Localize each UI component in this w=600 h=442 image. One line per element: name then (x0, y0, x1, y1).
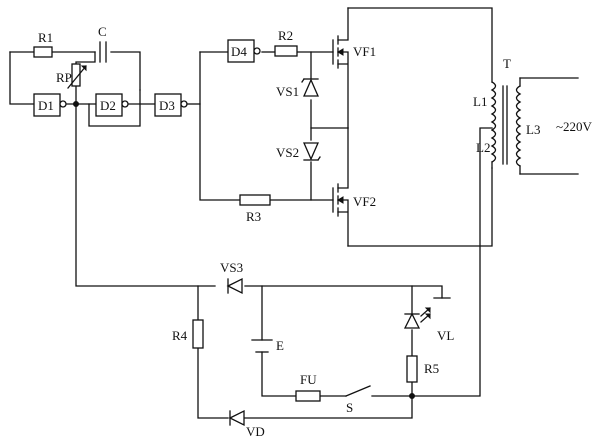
D1-gate (33, 93, 67, 117)
R5-resistor (406, 355, 418, 383)
VL-led (403, 307, 431, 329)
VF1-mosfet (332, 7, 349, 129)
R5-label: R5 (424, 361, 439, 376)
R2-resistor (274, 45, 298, 57)
VL-label: VL (437, 328, 454, 343)
FU-label: FU (300, 372, 317, 387)
L1-L2-primary-coil (490, 81, 497, 169)
D3-label: D3 (159, 98, 175, 113)
driver-wiring (186, 51, 349, 201)
R3-resistor (239, 194, 271, 206)
ac-output-label: ~220V (556, 119, 593, 134)
VF2-label: VF2 (353, 194, 376, 209)
L2-label: L2 (476, 140, 490, 155)
R2-label: R2 (278, 28, 293, 43)
oscillator-wiring (9, 51, 156, 127)
S-label: S (346, 400, 353, 415)
R1-resistor (33, 46, 53, 58)
VF1-label: VF1 (353, 44, 376, 59)
transformer-wiring (347, 7, 579, 397)
E-battery (251, 339, 273, 353)
VS1-label: VS1 (276, 84, 299, 99)
C-capacitor (99, 41, 107, 63)
RP-label: RP (56, 70, 72, 85)
L3-secondary-coil (515, 77, 522, 175)
VS3-label: VS3 (220, 260, 243, 275)
RP-potentiometer (67, 63, 87, 89)
R4-label: R4 (172, 328, 188, 343)
D4-label: D4 (231, 44, 247, 59)
power-wiring (75, 103, 451, 419)
R3-label: R3 (246, 209, 261, 224)
switch-junction-node (409, 393, 415, 399)
R1-label: R1 (38, 30, 53, 45)
VS1-zener (301, 78, 319, 97)
E-label: E (276, 338, 284, 353)
L1-label: L1 (473, 94, 487, 109)
L3-label: L3 (526, 122, 540, 137)
VD-diode (228, 409, 245, 427)
D3-gate (154, 93, 188, 117)
VF2-mosfet (332, 127, 349, 247)
transformer-core (502, 85, 508, 165)
D2-label: D2 (100, 98, 116, 113)
D4-gate (227, 39, 261, 63)
D2-gate (95, 93, 129, 117)
C-label: C (98, 24, 107, 39)
VD-label: VD (246, 424, 265, 439)
T-label: T (503, 56, 511, 71)
R4-resistor (192, 319, 204, 349)
VS2-label: VS2 (276, 145, 299, 160)
VS2-zener (303, 142, 321, 161)
FU-fuse (295, 390, 321, 402)
D1-label: D1 (38, 98, 54, 113)
VS3-diode (226, 277, 243, 295)
S-switch (345, 385, 371, 397)
